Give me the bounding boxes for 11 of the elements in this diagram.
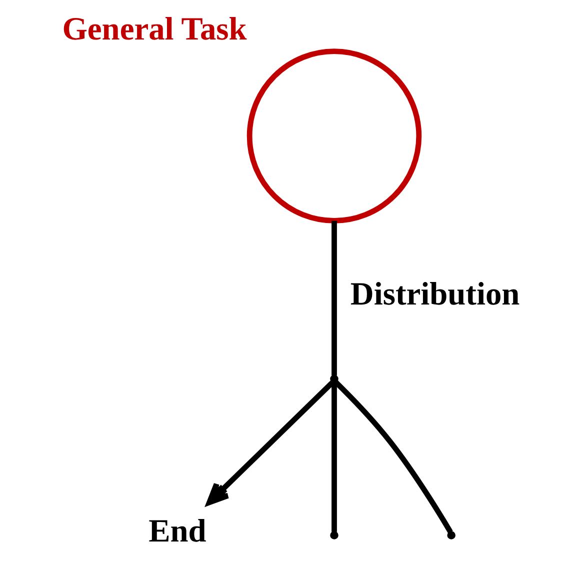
node-point bbox=[330, 531, 338, 540]
node-point bbox=[446, 531, 455, 540]
node-circle bbox=[246, 48, 422, 224]
node-text: End bbox=[148, 513, 206, 550]
connector bbox=[331, 220, 336, 376]
node-label: General Task bbox=[62, 11, 246, 48]
connector bbox=[331, 382, 336, 532]
arrow bbox=[206, 380, 334, 506]
edge-label: Distribution bbox=[350, 276, 520, 312]
node-point bbox=[330, 374, 338, 384]
connector bbox=[333, 380, 452, 534]
